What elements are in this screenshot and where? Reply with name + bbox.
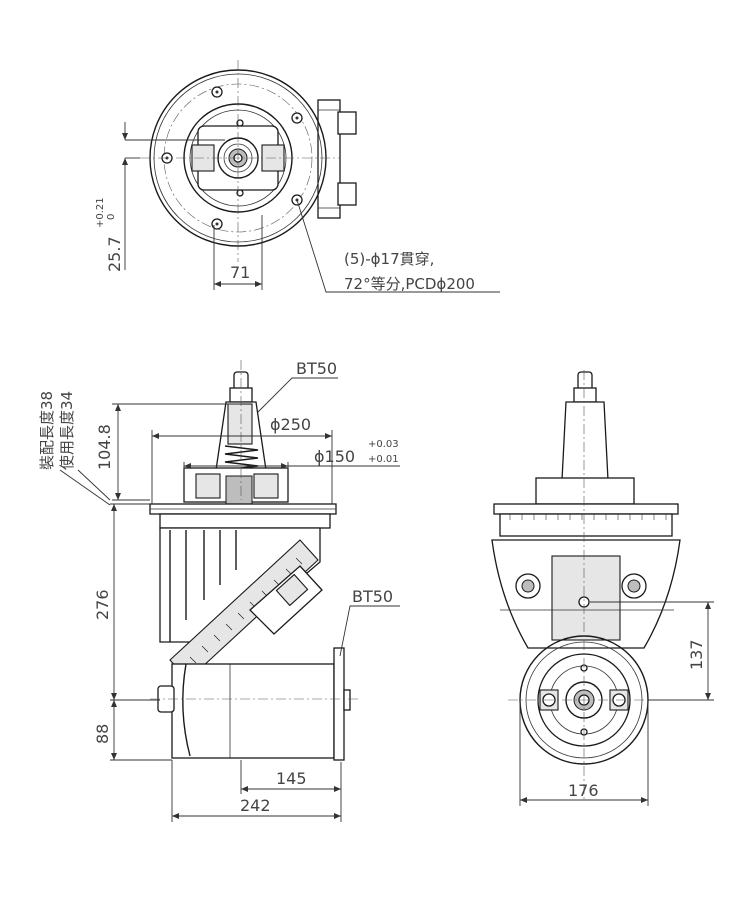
tolerance-dim-value: 25.7 <box>105 236 124 272</box>
dia-150-upper-tol: +0.03 <box>368 439 399 450</box>
side-view <box>149 360 360 761</box>
dim-104-8: 104.8 <box>95 424 114 470</box>
bt50-label-top: BT50 <box>296 359 337 378</box>
tolerance-dim-lower: 0 <box>106 214 117 220</box>
dim-242: 242 <box>240 796 271 815</box>
bt50-label-side: BT50 <box>352 587 393 606</box>
dim-276: 276 <box>93 589 112 620</box>
top-view <box>122 60 500 293</box>
dim-137: 137 <box>687 639 706 670</box>
dia-150-lower-tol: +0.01 <box>368 454 399 465</box>
dim-145: 145 <box>276 769 307 788</box>
assembly-length-label: 裝配長度38 <box>38 391 56 470</box>
dim-176: 176 <box>568 781 599 800</box>
bolt-hole-note-line2: 72°等分,PCDϕ200 <box>344 275 475 293</box>
dia-250-label: ϕ250 <box>270 415 311 434</box>
dim-71: 71 <box>230 263 250 282</box>
tolerance-dim-upper: +0.21 <box>95 197 106 228</box>
bolt-hole-note-line1: (5)-ϕ17貫穿, <box>344 250 434 268</box>
front-view-dimensions <box>519 601 714 806</box>
dia-150-label: ϕ150 <box>314 447 355 466</box>
side-view-dimensions <box>59 377 400 822</box>
front-view <box>491 370 681 800</box>
usable-length-label: 使用長度34 <box>58 391 76 470</box>
dim-88: 88 <box>93 724 112 744</box>
